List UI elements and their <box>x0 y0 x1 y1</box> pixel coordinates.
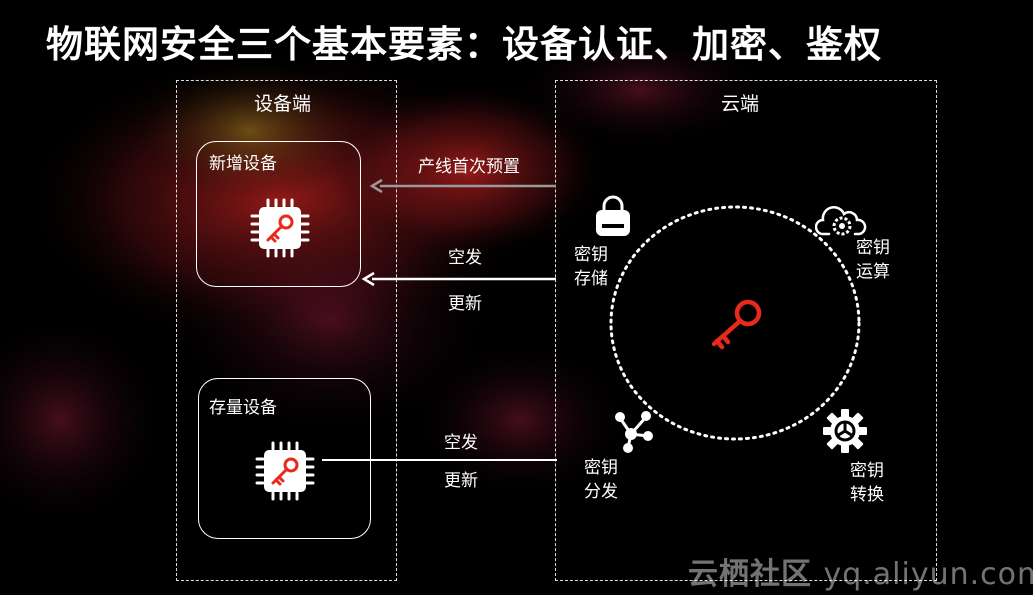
watermark: 云栖社区 yq.aliyun.com <box>688 549 1033 593</box>
ota-arrow <box>361 271 556 287</box>
cloud-panel <box>555 80 937 581</box>
key-icon <box>711 299 762 350</box>
chip-key-icon <box>250 198 310 258</box>
ota-arrow-label-bottom: 更新 <box>448 294 482 314</box>
new-device-label: 新增设备 <box>209 154 277 174</box>
watermark-url: yq.aliyun.com <box>823 557 1033 592</box>
ota-line-label-bottom: 更新 <box>444 471 478 491</box>
ota-line-label-top: 空发 <box>444 433 478 453</box>
device-panel-label: 设备端 <box>254 93 312 115</box>
new-device-box <box>196 141 361 287</box>
cloud-gear-icon <box>815 206 867 236</box>
gear-icon <box>823 409 867 453</box>
ota-arrow-label-top: 空发 <box>448 248 482 268</box>
ota-line <box>322 459 557 461</box>
existing-device-label: 存量设备 <box>209 398 277 418</box>
chip-key-icon <box>255 441 315 501</box>
key-compute-label: 密钥 运算 <box>856 238 890 282</box>
existing-device-box <box>198 378 371 539</box>
preset-arrow-label: 产线首次预置 <box>418 157 520 177</box>
key-conversion-label: 密钥 转换 <box>850 461 884 505</box>
key-storage-label: 密钥 存储 <box>574 245 608 289</box>
device-panel <box>176 80 397 581</box>
preset-arrow <box>369 178 556 194</box>
share-nodes-icon <box>615 411 653 453</box>
watermark-brand: 云栖社区 <box>688 557 812 592</box>
key-storage-icon <box>596 195 630 236</box>
key-distribution-label: 密钥 分发 <box>584 458 618 502</box>
key-service-circle <box>609 205 861 441</box>
cloud-panel-label: 云端 <box>721 93 760 115</box>
page-title: 物联网安全三个基本要素：设备认证、加密、鉴权 <box>46 23 882 66</box>
